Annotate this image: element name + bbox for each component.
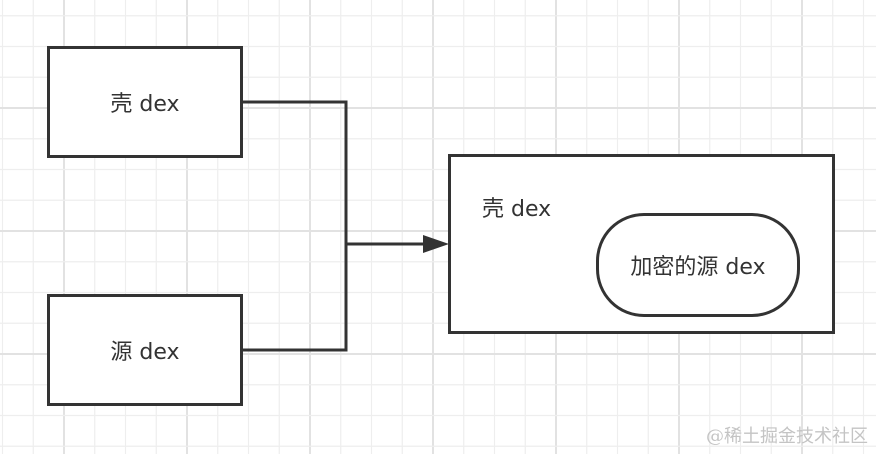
edge-shell-dex-to-merge <box>241 100 348 244</box>
edge-source-dex-to-merge <box>241 244 348 352</box>
arrowhead-icon <box>423 235 449 253</box>
node-output-container-label: 壳 dex <box>482 197 552 222</box>
node-encrypted-source-dex[interactable]: 加密的源 dex <box>596 213 800 317</box>
node-source-dex-label: 源 dex <box>110 340 180 365</box>
node-source-dex[interactable]: 源 dex <box>47 294 243 406</box>
node-encrypted-source-dex-label: 加密的源 dex <box>630 255 766 280</box>
node-shell-dex[interactable]: 壳 dex <box>47 46 243 158</box>
node-shell-dex-label: 壳 dex <box>110 92 180 117</box>
connectors <box>241 100 449 352</box>
watermark: @稀土掘金技术社区 <box>706 426 868 447</box>
